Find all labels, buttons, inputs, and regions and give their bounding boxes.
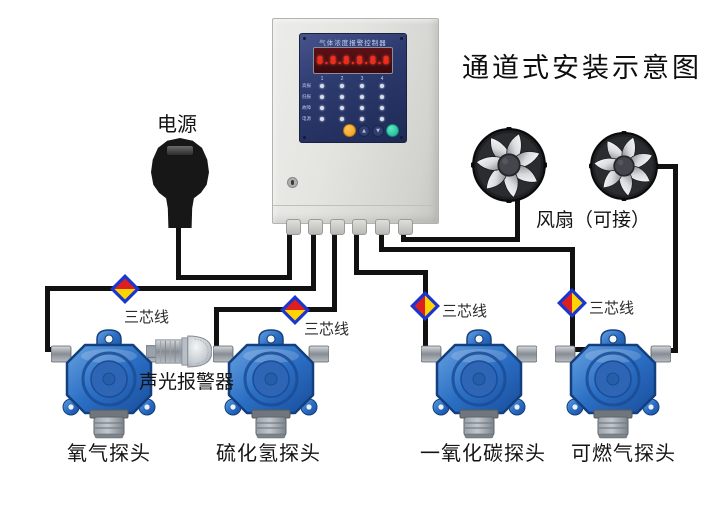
led-indicator — [320, 106, 324, 110]
power-plug-slot — [167, 146, 193, 155]
cable-gland — [398, 219, 413, 235]
three-core-wire-marker — [557, 288, 587, 318]
wire-fan-2 — [655, 164, 678, 169]
led-indicator — [320, 117, 324, 121]
three-core-wire-marker — [410, 291, 440, 321]
sound-light-alarm — [146, 333, 212, 370]
indicator-row-label: 低报 — [302, 94, 311, 99]
three-core-wire-label: 三芯线 — [124, 310, 170, 326]
detector-label: 硫化氢探头 — [216, 443, 321, 465]
led-indicator — [320, 95, 324, 99]
led-indicator — [360, 106, 364, 110]
wire-detector-3 — [354, 270, 428, 275]
wire-power — [287, 232, 292, 280]
led-indicator — [340, 84, 344, 88]
channel-header: 4 — [380, 76, 384, 82]
led-indicator — [340, 117, 344, 121]
set-button — [343, 124, 356, 137]
led-indicator — [340, 106, 344, 110]
channel-header: 3 — [360, 76, 364, 82]
screw-icon — [303, 136, 306, 139]
diagram-title: 通道式安装示意图 — [462, 53, 702, 83]
up-arrow-button: ▲ — [358, 125, 370, 137]
wire-detector-4 — [379, 232, 384, 252]
indicator-row-label: 高报 — [302, 83, 311, 88]
led-indicator — [360, 84, 364, 88]
led-indicator — [360, 117, 364, 121]
wire-power — [176, 224, 181, 280]
led-display-value: 8.8.8.8.8.8 — [316, 54, 390, 67]
cable-gland — [375, 219, 390, 235]
channel-header: 1 — [320, 76, 324, 82]
wire-fan-1 — [515, 198, 520, 242]
fan-icon — [471, 127, 547, 203]
fan-label: 风扇（可接） — [536, 210, 651, 231]
indicator-row-label: 电源 — [302, 116, 311, 121]
detector-combustible-gas — [555, 327, 671, 439]
detector-label: 一氧化碳探头 — [420, 443, 546, 465]
box-seam — [273, 205, 438, 206]
three-core-wire-marker — [110, 274, 140, 304]
screw-icon — [303, 37, 306, 40]
cable-gland — [352, 219, 367, 235]
keyhole-lock — [287, 177, 298, 188]
indicator-row-label: 故障 — [302, 105, 311, 110]
wire-detector-3 — [354, 232, 359, 275]
three-core-wire-label: 三芯线 — [589, 301, 635, 317]
sound-light-alarm-label: 声光报警器 — [139, 372, 235, 393]
wire-detector-2 — [332, 232, 337, 312]
controller-panel: 气体浓度报警控制器 8.8.8.8.8.8 1 2 3 4 高报 低报 故障 电… — [299, 33, 407, 143]
led-indicator — [320, 84, 324, 88]
detector-label: 可燃气探头 — [571, 443, 676, 465]
fan-icon — [589, 131, 659, 201]
led-indicator — [380, 95, 384, 99]
wire-power — [176, 275, 292, 280]
wire-fan-1 — [401, 237, 520, 242]
three-core-wire-label: 三芯线 — [442, 304, 488, 320]
led-indicator — [380, 106, 384, 110]
led-indicator — [380, 84, 384, 88]
cable-gland — [308, 219, 323, 235]
cable-gland — [286, 219, 301, 235]
screw-icon — [400, 37, 403, 40]
alarm-controller-box: 气体浓度报警控制器 8.8.8.8.8.8 1 2 3 4 高报 低报 故障 电… — [272, 18, 439, 224]
led-indicator — [360, 95, 364, 99]
channel-header: 2 — [340, 76, 344, 82]
screw-icon — [400, 136, 403, 139]
cable-gland — [330, 219, 345, 235]
wire-fan-2 — [673, 164, 678, 353]
enter-button — [386, 124, 399, 137]
power-label: 电源 — [157, 114, 197, 136]
wire-detector-4 — [379, 247, 575, 252]
panel-title: 气体浓度报警控制器 — [319, 40, 387, 47]
led-indicator — [380, 117, 384, 121]
led-display: 8.8.8.8.8.8 — [313, 47, 393, 74]
wire-detector-2 — [214, 307, 219, 353]
down-arrow-button: ▼ — [372, 125, 384, 137]
wire-detector-1 — [45, 286, 316, 291]
wire-detector-1 — [311, 232, 316, 291]
wire-detector-1 — [45, 286, 50, 352]
led-indicator — [340, 95, 344, 99]
detector-carbon-monoxide — [421, 327, 537, 439]
detector-label: 氧气探头 — [67, 443, 151, 465]
wire-detector-2 — [214, 307, 337, 312]
three-core-wire-label: 三芯线 — [304, 322, 350, 338]
wire-detector-4 — [570, 347, 588, 352]
